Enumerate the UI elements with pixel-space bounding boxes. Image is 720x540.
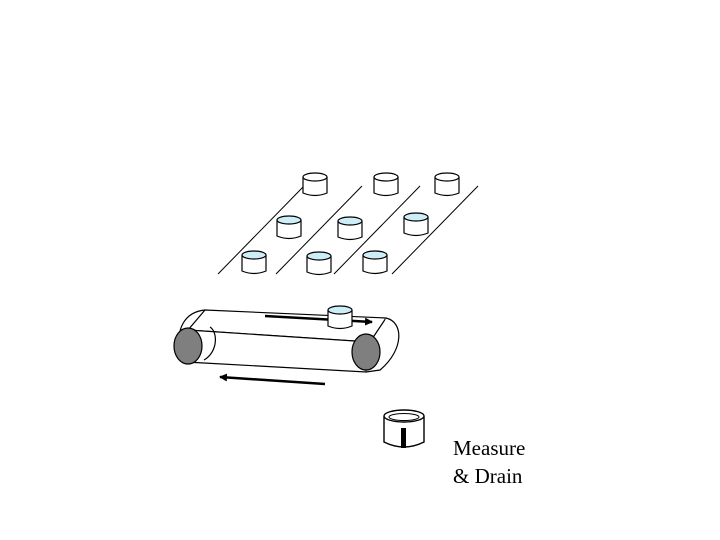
direction-arrow-forward <box>264 314 373 326</box>
cup-icon <box>302 172 328 197</box>
filled-cup-icon <box>241 250 267 275</box>
filled-cup-icon <box>327 305 353 330</box>
measuring-cup-icon <box>383 409 425 448</box>
filled-cup-icon <box>306 251 332 276</box>
tray-rails <box>217 185 479 275</box>
belt-inner-curve <box>203 326 216 361</box>
direction-arrow-return <box>219 373 326 386</box>
tray-rail-2 <box>275 185 363 275</box>
tray-rail-3 <box>333 185 421 275</box>
cup-grid <box>241 172 460 276</box>
roller-right <box>351 333 381 371</box>
filled-cup-icon <box>276 215 302 240</box>
cup-icon <box>373 172 399 197</box>
filled-cup-icon <box>362 250 388 275</box>
roller-left <box>173 327 203 365</box>
cup-icon <box>434 172 460 197</box>
caption-measure: Measure <box>453 436 526 460</box>
caption-drain: & Drain <box>453 464 523 488</box>
drain-valve-icon <box>401 428 406 448</box>
filled-cup-icon <box>403 212 429 237</box>
conveyor-belt <box>173 309 400 373</box>
filled-cup-icon <box>337 216 363 241</box>
tray-rail-4 <box>391 185 479 275</box>
tray-rail-1 <box>217 185 305 275</box>
